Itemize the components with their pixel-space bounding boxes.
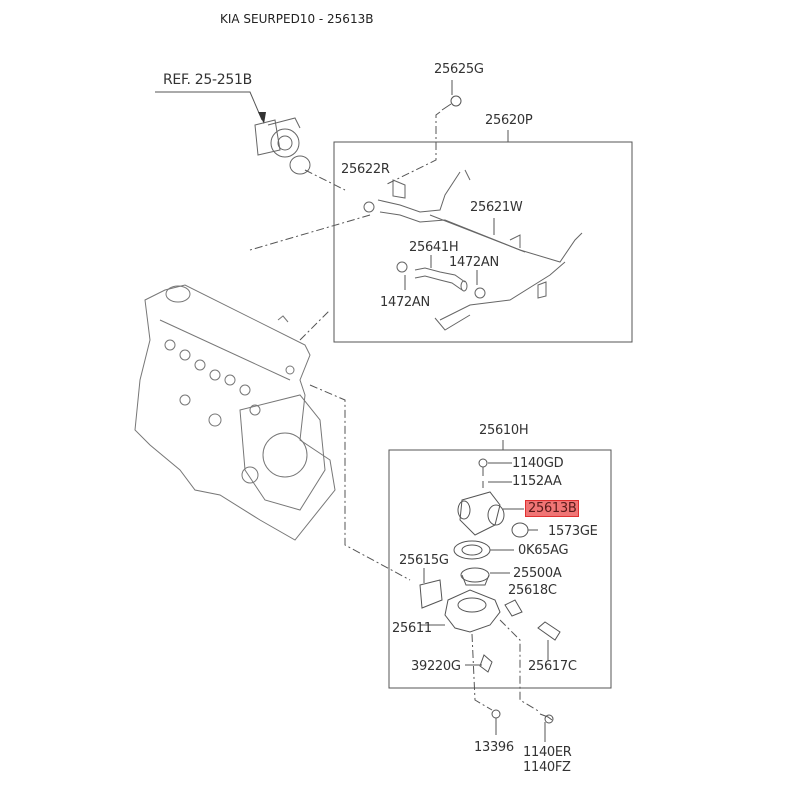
- o-ring-25622R: [363, 201, 375, 213]
- bolt-25625G-drawing: [441, 95, 462, 111]
- part-label-1140FZ[interactable]: 1140FZ: [523, 760, 571, 775]
- part-label-25617C[interactable]: 25617C: [528, 659, 577, 674]
- hose-25641H-drawing: [396, 261, 486, 299]
- part-label-1140ER[interactable]: 1140ER: [523, 745, 572, 760]
- part-label-25622R[interactable]: 25622R: [341, 162, 390, 177]
- part-label-39220G[interactable]: 39220G: [411, 659, 461, 674]
- fitting-25618C: [504, 599, 523, 617]
- part-label-25625G[interactable]: 25625G: [434, 62, 484, 77]
- engine-block-drawing: [134, 284, 336, 541]
- part-label-25611[interactable]: 25611: [392, 621, 432, 636]
- part-label-1472AN-b[interactable]: 1472AN: [380, 295, 430, 310]
- reference-label: REF. 25-251B: [163, 72, 252, 88]
- reference-arrow-icon: [258, 112, 266, 124]
- part-label-1573GE[interactable]: 1573GE: [548, 524, 598, 539]
- part-label-25615G[interactable]: 25615G: [399, 553, 449, 568]
- sensor-39220G: [479, 654, 493, 673]
- part-label-25500A[interactable]: 25500A: [513, 566, 562, 581]
- thermostat-housing-25613B: [459, 491, 501, 536]
- diagram-title: KIA SEURPED10 - 25613B: [220, 12, 374, 26]
- seal-1573GE: [511, 522, 529, 538]
- part-label-0K65AG[interactable]: 0K65AG: [518, 543, 569, 558]
- part-label-25621W[interactable]: 25621W: [470, 200, 523, 215]
- nut-13396: [491, 709, 501, 719]
- pipe-25617C: [537, 621, 561, 641]
- bolt-1140ER: [544, 714, 554, 724]
- part-label-1472AN-a[interactable]: 1472AN: [449, 255, 499, 270]
- group-label-25620P[interactable]: 25620P: [485, 113, 533, 128]
- part-label-25618C[interactable]: 25618C: [508, 583, 557, 598]
- group-box-25610H: [388, 449, 612, 689]
- gasket-25615G: [419, 579, 443, 609]
- part-label-25613B-highlighted[interactable]: 25613B: [525, 500, 580, 517]
- water-pump-drawing: [254, 117, 311, 175]
- part-label-1152AA[interactable]: 1152AA: [512, 474, 562, 489]
- thermostat-assembly-drawing: [419, 458, 561, 742]
- clamp-1472AN-a: [396, 261, 408, 273]
- water-pipe-25621W-drawing: [363, 169, 583, 331]
- clamp-1472AN-b: [474, 287, 486, 299]
- group-box-25620P: [333, 141, 633, 343]
- part-label-1140GD[interactable]: 1140GD: [512, 456, 564, 471]
- gasket-0K65AG: [453, 540, 491, 560]
- housing-25611: [444, 589, 501, 633]
- reference-leader-line: [155, 91, 263, 121]
- part-label-25641H[interactable]: 25641H: [409, 240, 459, 255]
- part-label-13396[interactable]: 13396: [474, 740, 514, 755]
- group-label-25610H[interactable]: 25610H: [479, 423, 529, 438]
- thermostat-25500A: [460, 567, 490, 583]
